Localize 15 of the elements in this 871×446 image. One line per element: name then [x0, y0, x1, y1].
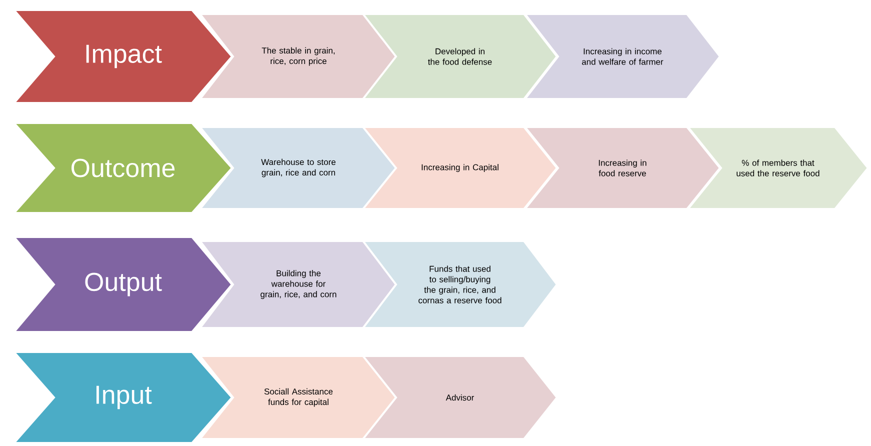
- step-banner: % of members that used the reserve food: [686, 126, 870, 210]
- step-banner: Outcome: [12, 122, 234, 214]
- step-banner: Building the warehouse for grain, rice, and corn: [198, 240, 398, 329]
- step-banner: Funds that used to selling/buying the grain, rice, and cornas a reserve food: [361, 240, 558, 329]
- step-banner: Output: [12, 236, 234, 333]
- step-banner: Sociall Assistance funds for capital: [198, 355, 398, 440]
- step-banner: Warehouse to store grain, rice and corn: [198, 126, 398, 210]
- step-banner: Increasing in food reserve: [522, 126, 722, 210]
- step-banner: Input: [12, 351, 234, 444]
- step-banner: The stable in grain, rice, corn price: [198, 13, 398, 100]
- step-banner: Increasing in income and welfare of farmer: [522, 13, 722, 100]
- step-banner: Developed in the food defense: [360, 13, 558, 100]
- step-banner: Impact: [12, 9, 234, 104]
- step-banner: Advisor: [360, 355, 558, 440]
- step-banner: Increasing in Capital: [360, 126, 558, 210]
